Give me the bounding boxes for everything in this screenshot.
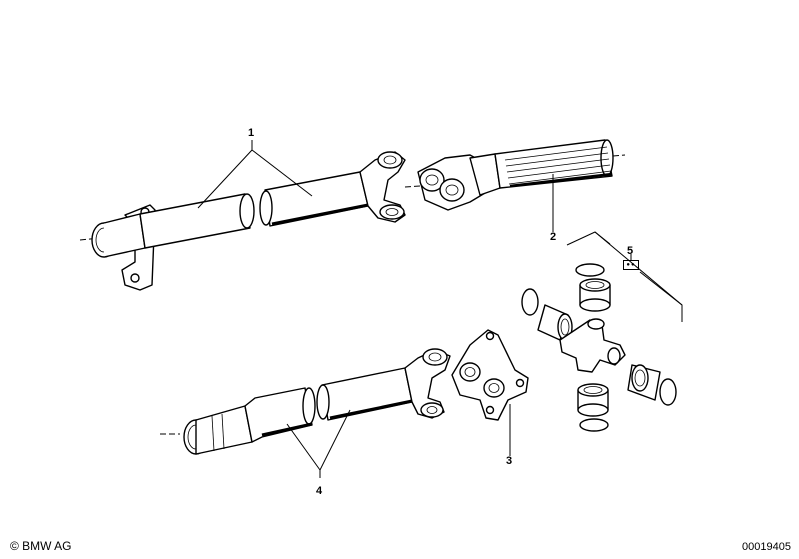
part-5-universal-joint-kit[interactable] bbox=[521, 231, 683, 432]
package-icon: ●● bbox=[623, 260, 639, 270]
callout-1: 1 bbox=[248, 127, 255, 139]
part-1-front-propeller-shaft[interactable] bbox=[79, 151, 421, 291]
callout-4: 4 bbox=[316, 485, 323, 497]
leader-lines bbox=[197, 140, 632, 478]
callout-3: 3 bbox=[506, 455, 513, 467]
diagram-id-label: 00019405 bbox=[742, 541, 791, 553]
part-2-sliding-splined-shaft[interactable] bbox=[417, 139, 626, 211]
copyright-label: © BMW AG bbox=[10, 539, 72, 553]
callout-5: 5 bbox=[627, 245, 634, 257]
callout-2: 2 bbox=[550, 231, 557, 243]
part-4-rear-propeller-shaft[interactable] bbox=[160, 348, 451, 455]
part-3-flange-yoke[interactable] bbox=[451, 329, 529, 421]
